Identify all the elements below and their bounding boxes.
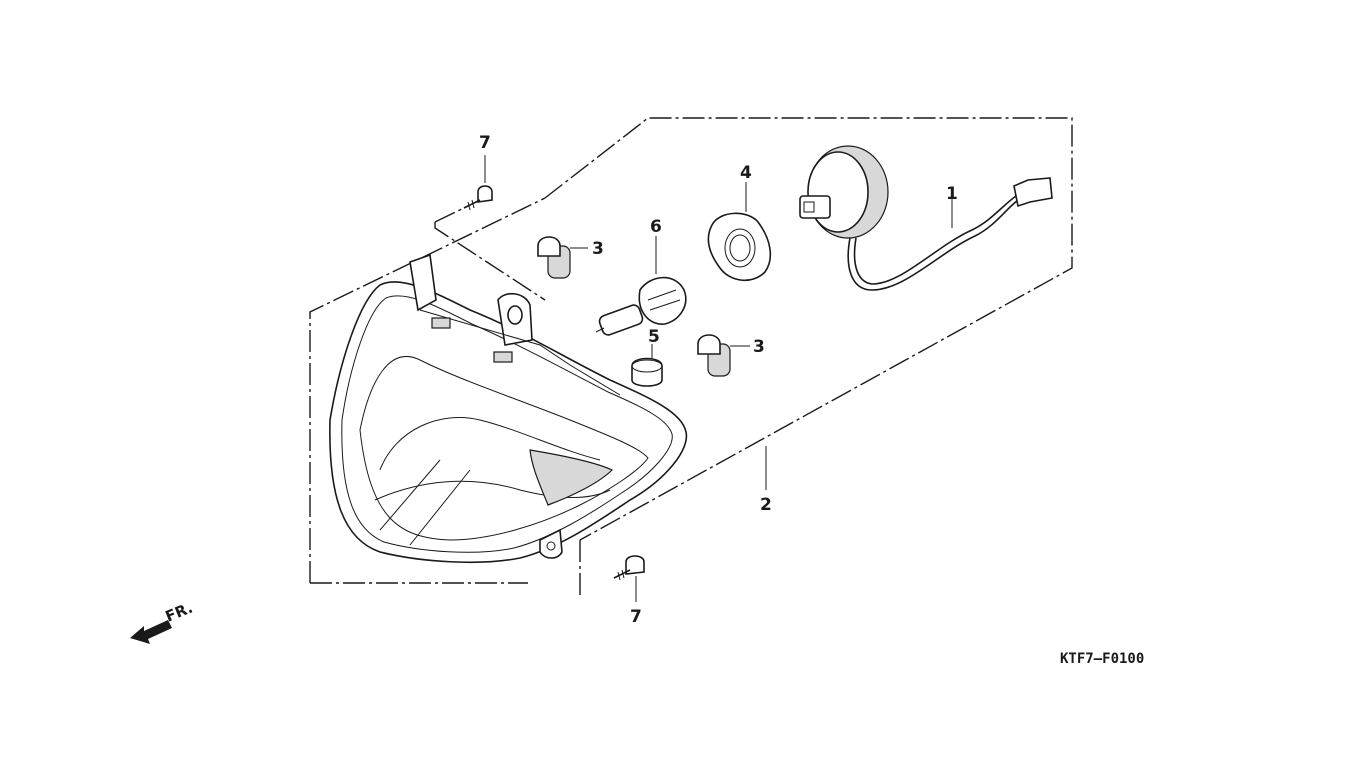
assembly-boundary bbox=[309, 117, 1073, 598]
bulb bbox=[595, 236, 687, 336]
drawing-code: KTF7—F0100 bbox=[1060, 651, 1144, 667]
callout-cap: 5 bbox=[648, 327, 660, 347]
screw-upper bbox=[463, 155, 493, 211]
cap bbox=[631, 344, 663, 387]
callout-grommet-upper: 3 bbox=[592, 239, 604, 259]
front-direction-label: FR. bbox=[163, 599, 196, 626]
callout-grommet-lower: 3 bbox=[753, 337, 765, 357]
callout-wire-harness: 1 bbox=[946, 184, 958, 204]
callout-bulb: 6 bbox=[650, 217, 662, 237]
callout-bulb-socket: 4 bbox=[740, 163, 752, 183]
screw-lower bbox=[613, 555, 645, 602]
front-direction-arrow-icon: FR. bbox=[130, 599, 195, 644]
callout-headlight-assembly: 2 bbox=[760, 495, 772, 515]
headlight-housing bbox=[329, 253, 688, 564]
callout-screw-lower: 7 bbox=[630, 607, 642, 627]
grommet-lower bbox=[697, 334, 750, 377]
grommet-upper bbox=[537, 236, 588, 279]
wire-harness bbox=[799, 145, 1053, 291]
bulb-socket bbox=[707, 182, 772, 281]
callout-screw-upper: 7 bbox=[479, 133, 491, 153]
